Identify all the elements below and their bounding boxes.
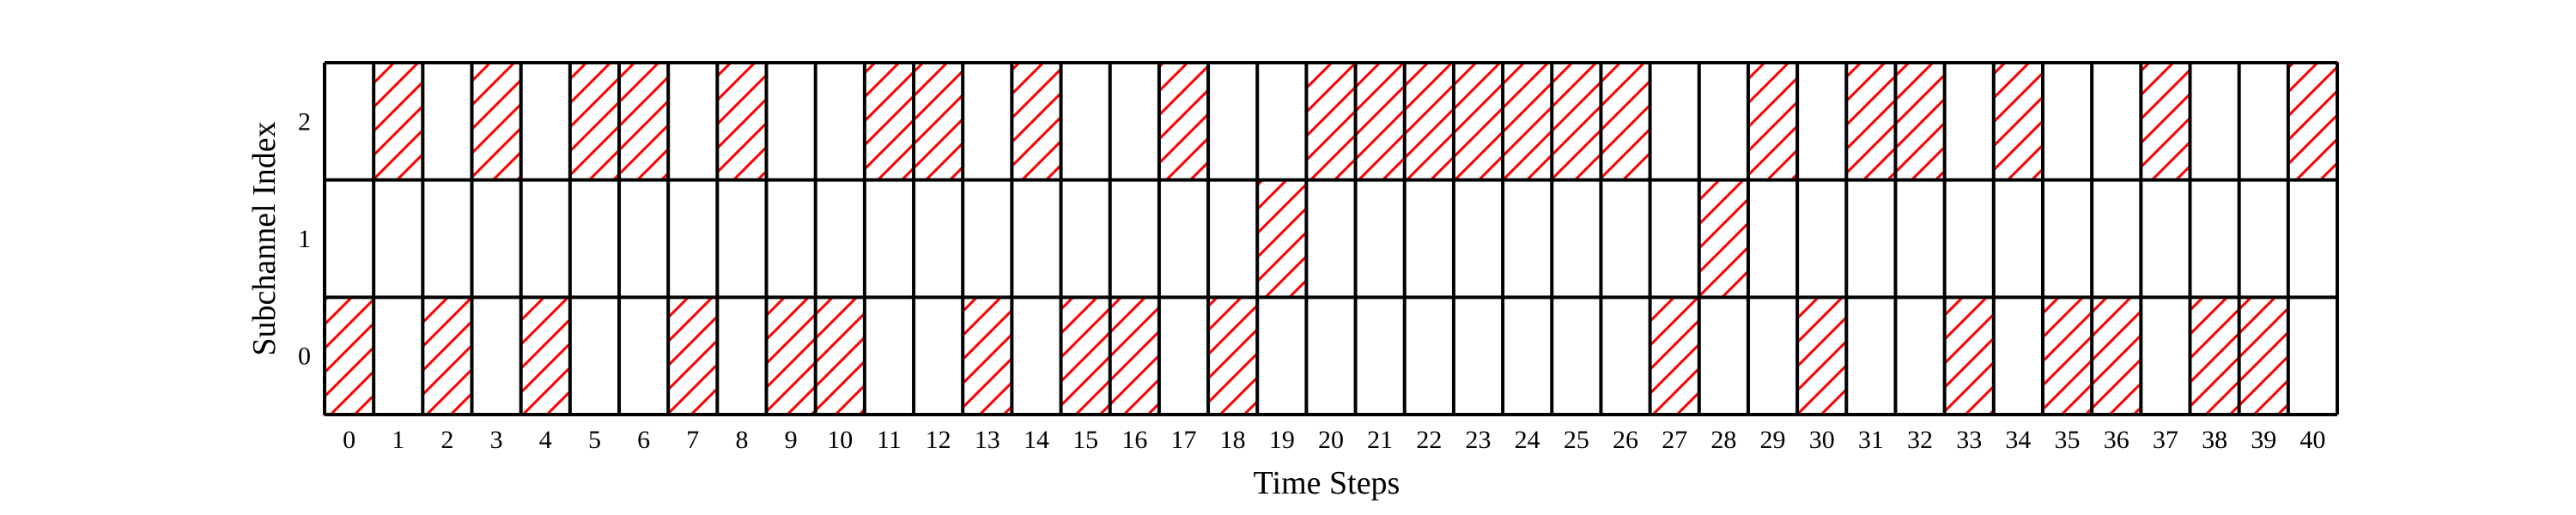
x-tick-label: 18 <box>1220 426 1246 454</box>
selected-cell-t37-ch2 <box>2139 61 2191 182</box>
x-tick-label: 28 <box>1710 426 1736 454</box>
selected-cell-t24-ch2 <box>1501 61 1553 182</box>
selected-cell-t21-ch2 <box>1354 61 1406 182</box>
x-tick-label: 35 <box>2055 426 2081 454</box>
selected-cell-t7-ch0 <box>666 295 719 416</box>
selected-cell-t16-ch0 <box>1109 295 1161 416</box>
selected-cell-t1-ch2 <box>372 61 424 182</box>
selected-cell-t11-ch2 <box>863 61 915 182</box>
selected-cell-t30-ch0 <box>1795 295 1848 416</box>
selected-cell-t12-ch2 <box>912 61 964 182</box>
x-tick-label: 10 <box>827 426 853 454</box>
selected-cell-t26-ch2 <box>1599 61 1652 182</box>
x-tick-label: 8 <box>735 426 748 454</box>
y-tick-label: 2 <box>298 107 311 136</box>
x-tick-label: 12 <box>926 426 951 454</box>
selected-cell-t34-ch2 <box>1992 61 2044 182</box>
selected-cell-t29-ch2 <box>1747 61 1799 182</box>
x-tick-label: 30 <box>1809 426 1835 454</box>
selected-cell-t3-ch2 <box>471 61 523 182</box>
x-tick-label: 37 <box>2153 426 2178 454</box>
x-tick-label: 9 <box>785 426 798 454</box>
x-tick-label: 27 <box>1662 426 1687 454</box>
x-tick-label: 3 <box>490 426 503 454</box>
selected-cell-t38-ch0 <box>2188 295 2241 416</box>
x-tick-label: 6 <box>637 426 650 454</box>
selected-cell-t2-ch0 <box>421 295 474 416</box>
selected-cell-t18-ch0 <box>1206 295 1259 416</box>
x-tick-label: 7 <box>686 426 699 454</box>
x-tick-label: 25 <box>1564 426 1589 454</box>
selected-cell-t27-ch0 <box>1649 295 1701 416</box>
x-tick-label: 0 <box>343 426 355 454</box>
x-tick-label: 21 <box>1367 426 1393 454</box>
x-axis-label: Time Steps <box>1254 465 1400 501</box>
x-tick-label: 39 <box>2251 426 2276 454</box>
selected-cell-t14-ch2 <box>1010 61 1063 182</box>
x-tick-label: 13 <box>975 426 1000 454</box>
x-tick-label: 26 <box>1613 426 1638 454</box>
y-axis-label: Subchannel Index <box>246 121 283 355</box>
selected-cell-t33-ch0 <box>1943 295 1996 416</box>
selected-cell-t28-ch1 <box>1698 179 1750 299</box>
selected-cell-t19-ch1 <box>1255 179 1308 299</box>
x-tick-label: 22 <box>1416 426 1442 454</box>
selected-cell-t4-ch0 <box>519 295 572 416</box>
x-tick-label: 20 <box>1318 426 1344 454</box>
selected-cell-t6-ch2 <box>617 61 670 182</box>
selected-cell-t17-ch2 <box>1157 61 1210 182</box>
selected-cell-t0-ch0 <box>323 295 375 416</box>
y-axis-ticks: 0 1 2 <box>298 107 311 370</box>
x-tick-label: 17 <box>1170 426 1196 454</box>
selected-cell-t22-ch2 <box>1403 61 1455 182</box>
x-tick-label: 1 <box>392 426 404 454</box>
selected-cell-t15-ch0 <box>1060 295 1112 416</box>
x-tick-label: 14 <box>1024 426 1049 454</box>
selected-cell-t40-ch2 <box>2287 61 2339 182</box>
x-tick-label: 5 <box>588 426 601 454</box>
x-tick-label: 11 <box>877 426 902 454</box>
x-tick-label: 15 <box>1072 426 1098 454</box>
selected-cell-t23-ch2 <box>1452 61 1504 182</box>
selected-cell-t10-ch0 <box>814 295 866 416</box>
x-tick-label: 32 <box>1907 426 1933 454</box>
x-tick-label: 16 <box>1121 426 1147 454</box>
x-tick-label: 29 <box>1760 426 1786 454</box>
x-tick-label: 33 <box>1956 426 1982 454</box>
x-tick-label: 24 <box>1515 426 1540 454</box>
x-tick-label: 4 <box>539 426 552 454</box>
x-tick-label: 23 <box>1466 426 1492 454</box>
x-tick-label: 40 <box>2300 426 2325 454</box>
selected-cell-t36-ch0 <box>2090 295 2142 416</box>
x-tick-label: 34 <box>2005 426 2031 454</box>
selected-cell-t31-ch2 <box>1844 61 1897 182</box>
selected-cell-t25-ch2 <box>1550 61 1602 182</box>
x-tick-label: 2 <box>440 426 453 454</box>
selected-cell-t13-ch0 <box>961 295 1013 416</box>
x-tick-label: 19 <box>1269 426 1295 454</box>
selected-cell-t20-ch2 <box>1304 61 1358 182</box>
selected-cell-t35-ch0 <box>2041 295 2093 416</box>
selected-cell-t5-ch2 <box>568 61 621 182</box>
selected-cell-t9-ch0 <box>765 295 817 416</box>
x-tick-label: 36 <box>2104 426 2129 454</box>
selected-cell-t32-ch2 <box>1893 61 1947 182</box>
x-tick-label: 38 <box>2202 426 2227 454</box>
y-tick-label: 1 <box>298 225 311 253</box>
y-tick-label: 0 <box>298 342 311 371</box>
plot-area <box>323 61 2339 416</box>
selected-cell-t8-ch2 <box>715 61 769 182</box>
selected-cell-t39-ch0 <box>2238 295 2290 416</box>
x-tick-label: 31 <box>1858 426 1884 454</box>
